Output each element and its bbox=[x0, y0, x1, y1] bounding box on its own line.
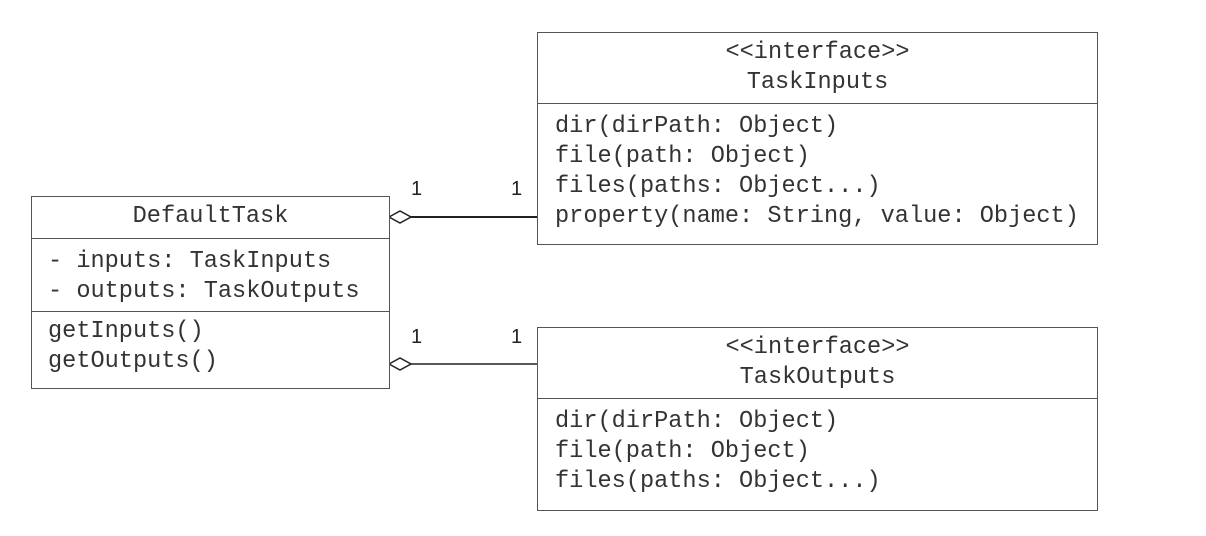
stereotype: <<interface>> bbox=[725, 39, 910, 66]
method: files(paths: Object...) bbox=[555, 173, 881, 200]
stereotype: <<interface>> bbox=[725, 334, 910, 361]
attribute: - inputs: TaskInputs bbox=[48, 248, 332, 275]
method: file(path: Object) bbox=[555, 438, 810, 465]
methods-section: dir(dirPath: Object) file(path: Object) … bbox=[538, 104, 1097, 232]
attributes-section: - inputs: TaskInputs - outputs: TaskOutp… bbox=[32, 239, 389, 312]
class-name: DefaultTask bbox=[132, 203, 289, 230]
method: getOutputs() bbox=[48, 348, 218, 375]
interface-header: <<interface>> TaskInputs bbox=[538, 33, 1097, 104]
aggregation-diamond-icon bbox=[387, 357, 413, 371]
method: files(paths: Object...) bbox=[555, 468, 881, 495]
method: dir(dirPath: Object) bbox=[555, 408, 839, 435]
attribute: - outputs: TaskOutputs bbox=[48, 278, 360, 305]
class-name-section: DefaultTask bbox=[32, 197, 389, 239]
multiplicity-label: 1 bbox=[411, 326, 423, 348]
interface-task-inputs: <<interface>> TaskInputs dir(dirPath: Ob… bbox=[537, 32, 1098, 245]
multiplicity-label: 1 bbox=[511, 178, 523, 200]
association-inputs bbox=[387, 210, 537, 224]
methods-section: getInputs() getOutputs() bbox=[32, 312, 389, 377]
association-outputs bbox=[387, 357, 537, 371]
interface-task-outputs: <<interface>> TaskOutputs dir(dirPath: O… bbox=[537, 327, 1098, 511]
method: property(name: String, value: Object) bbox=[555, 203, 1079, 230]
method: getInputs() bbox=[48, 318, 204, 345]
method: file(path: Object) bbox=[555, 143, 810, 170]
multiplicity-label: 1 bbox=[411, 178, 423, 200]
interface-name: TaskOutputs bbox=[739, 364, 896, 391]
interface-name: TaskInputs bbox=[746, 69, 889, 96]
interface-header: <<interface>> TaskOutputs bbox=[538, 328, 1097, 399]
method: dir(dirPath: Object) bbox=[555, 113, 839, 140]
class-default-task: DefaultTask - inputs: TaskInputs - outpu… bbox=[31, 196, 390, 389]
aggregation-diamond-icon bbox=[387, 210, 413, 224]
methods-section: dir(dirPath: Object) file(path: Object) … bbox=[538, 399, 1097, 497]
multiplicity-label: 1 bbox=[511, 326, 523, 348]
